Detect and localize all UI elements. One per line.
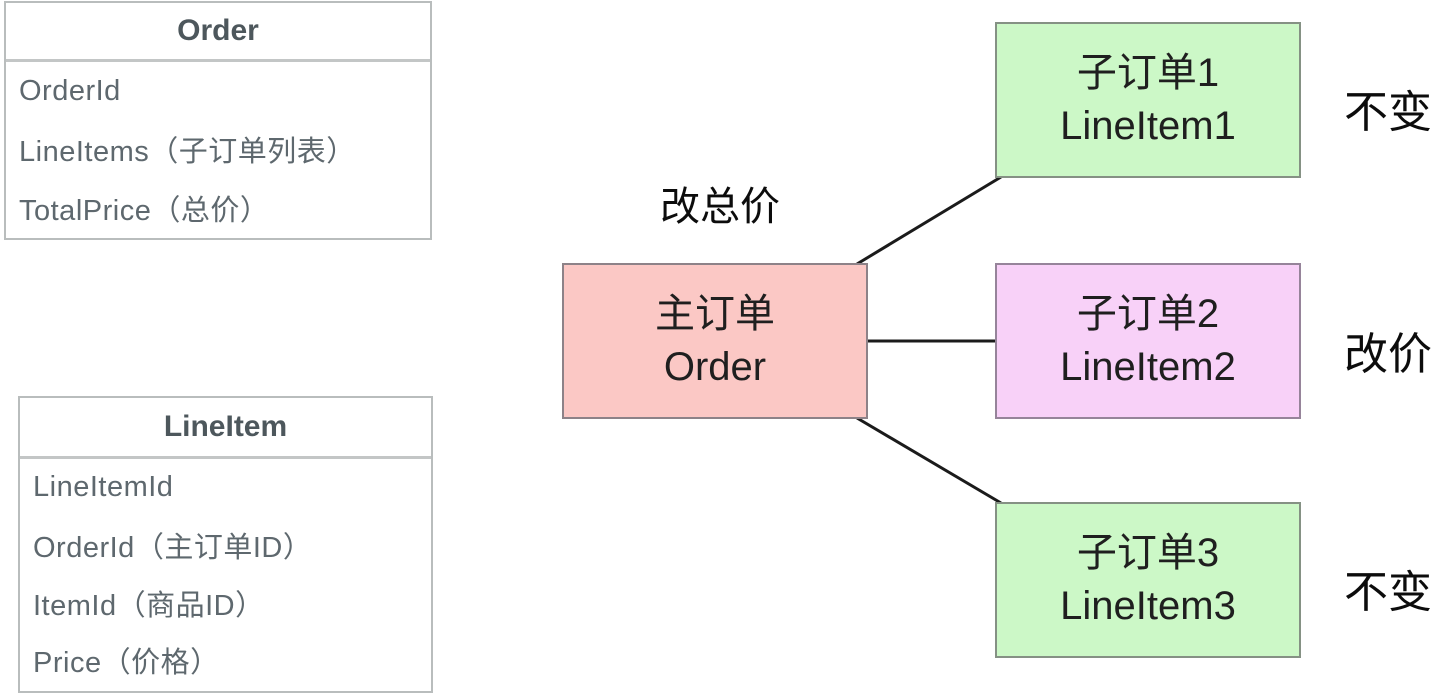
main-order-node: 主订单 Order: [562, 263, 868, 419]
child-node-lineitem3: 子订单3 LineItem3: [995, 502, 1301, 658]
order-entity-table: Order OrderId LineItems（子订单列表） TotalPric…: [4, 1, 432, 240]
child-node-lineitem1: 子订单1 LineItem1: [995, 22, 1301, 178]
lineitem-table-body: LineItemId OrderId（主订单ID） ItemId（商品ID） P…: [20, 459, 431, 689]
status-label-unchanged-1: 不变: [1344, 88, 1432, 137]
child-node-2-subtitle: LineItem2: [1060, 345, 1236, 389]
table-row-totalprice: TotalPrice（总价）: [19, 194, 270, 227]
child-node-1-title: 子订单1: [1076, 51, 1220, 95]
order-table-body: OrderId LineItems（子订单列表） TotalPrice（总价）: [6, 62, 430, 237]
child-node-2-title: 子订单2: [1076, 292, 1220, 336]
status-label-price-changed: 改价: [1344, 330, 1432, 379]
child-node-3-subtitle: LineItem3: [1060, 584, 1236, 628]
connector-main-to-child1: [856, 175, 1002, 266]
child-node-3-title: 子订单3: [1076, 531, 1220, 575]
table-row-price: Price（价格）: [33, 647, 220, 680]
table-row-orderid-fk: OrderId（主订单ID）: [33, 532, 313, 565]
status-label-unchanged-3: 不变: [1344, 568, 1432, 617]
edge-label-change-total-price: 改总价: [660, 185, 780, 229]
child-node-lineitem2: 子订单2 LineItem2: [995, 263, 1301, 419]
lineitem-entity-table: LineItem LineItemId OrderId（主订单ID） ItemI…: [18, 396, 433, 693]
lineitem-table-title: LineItem: [20, 398, 431, 459]
order-table-title: Order: [6, 3, 430, 62]
connector-main-to-child3: [856, 416, 1002, 505]
table-row-itemid: ItemId（商品ID）: [33, 589, 265, 622]
main-order-node-title: 主订单: [655, 292, 775, 336]
child-node-1-subtitle: LineItem1: [1060, 104, 1236, 148]
main-order-node-subtitle: Order: [663, 345, 767, 389]
table-row-lineitemid: LineItemId: [33, 471, 174, 504]
table-row-orderid: OrderId: [19, 74, 121, 107]
table-row-lineitems: LineItems（子订单列表）: [19, 136, 356, 169]
